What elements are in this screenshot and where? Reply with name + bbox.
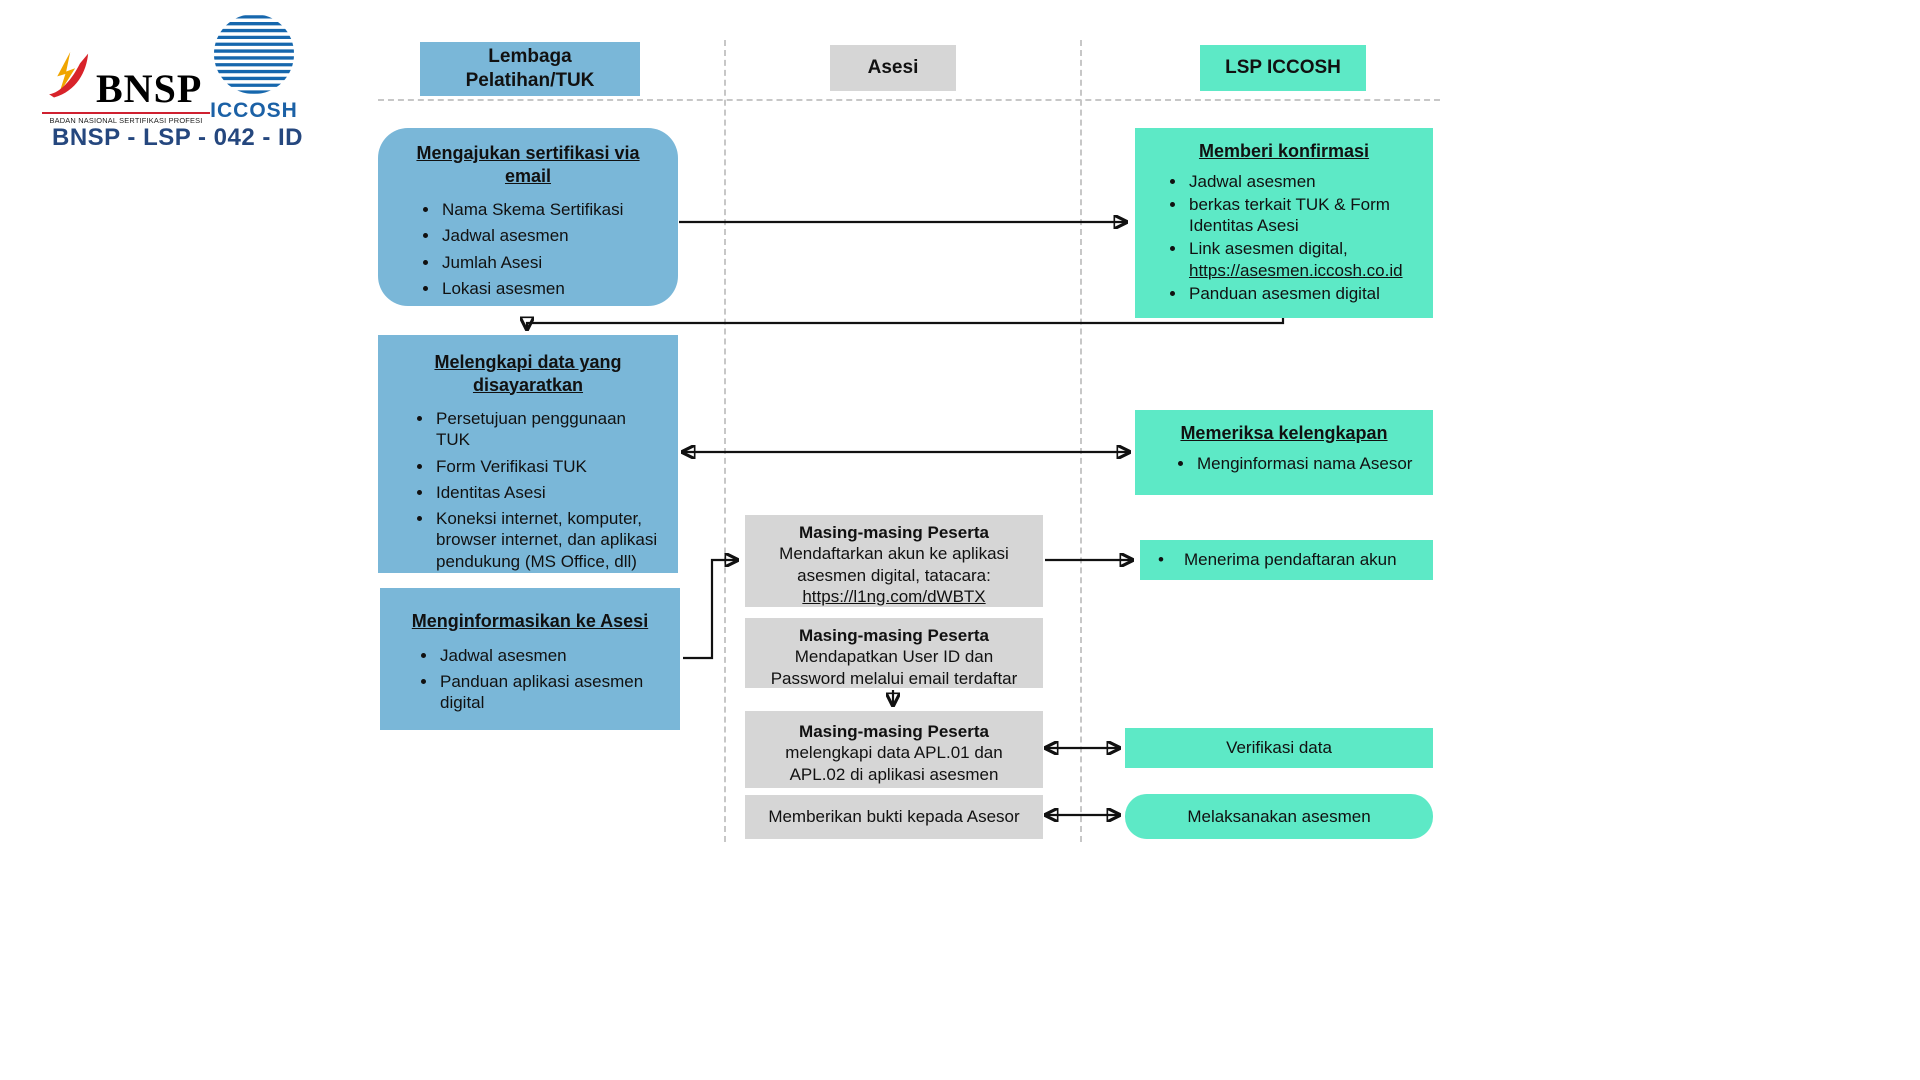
lane-header-lsp: LSP ICCOSH [1200,45,1366,91]
arrow-menginformasikan-to-daftar [683,560,736,660]
box-apl-data: Masing-masing Peserta melengkapi data AP… [745,711,1043,788]
box-heading: Masing-masing Peserta [799,626,989,645]
box-body: Mendaftarkan akun ke aplikasi asesmen di… [779,544,1009,585]
lane-divider-left [724,40,726,842]
box-title: Memberi konfirmasi [1198,141,1370,161]
list-item: Jadwal asesmen [1187,171,1419,192]
list-item: Panduan asesmen digital [1187,283,1419,304]
list-item: Jadwal asesmen [440,225,660,246]
bullet-list: Persetujuan penggunaan TUK Form Verifika… [396,408,660,572]
iccosh-globe-icon [212,12,296,101]
header-divider [378,99,1440,101]
list-item: Jadwal asesmen [438,645,662,666]
box-title: Melengkapi data yang disayaratkan [434,352,622,395]
list-item: Panduan aplikasi asesmen digital [438,671,662,714]
box-verifikasi-data: Verifikasi data [1125,728,1433,768]
bullet-list: Nama Skema Sertifikasi Jadwal asesmen Ju… [396,199,660,299]
box-bukti-asesor: Memberikan bukti kepada Asesor [745,795,1043,839]
box-body: Melaksanakan asesmen [1187,806,1371,826]
bnsp-subtext: BADAN NASIONAL SERTIFIKASI PROFESI [42,112,210,125]
list-item: Form Verifikasi TUK [434,456,660,477]
lane-header-asesi: Asesi [830,45,956,91]
box-user-id: Masing-masing Peserta Mendapatkan User I… [745,618,1043,688]
box-body: Menerima pendaftaran akun [1183,550,1397,570]
box-mengajukan-sertifikasi: Mengajukan sertifikasi via email Nama Sk… [378,128,678,306]
bullet-list: Jadwal asesmen Panduan aplikasi asesmen … [398,645,662,714]
list-item: Link asesmen digital, https://asesmen.ic… [1187,238,1419,281]
box-daftar-akun: Masing-masing Peserta Mendaftarkan akun … [745,515,1043,607]
list-item: Persetujuan penggunaan TUK [434,408,660,451]
registration-link[interactable]: https://l1ng.com/dWBTX [802,586,986,606]
box-body: Verifikasi data [1226,738,1332,758]
box-memberi-konfirmasi: Memberi konfirmasi Jadwal asesmen berkas… [1135,128,1433,318]
box-title: Menginformasikan ke Asesi [411,611,649,631]
list-item: Jumlah Asesi [440,252,660,273]
list-item: Identitas Asesi [434,482,660,503]
lane-header-tuk: Lembaga Pelatihan/TUK [420,42,640,96]
bnsp-wordmark: BNSP [96,66,203,111]
lane-header-tuk-label: Lembaga Pelatihan/TUK [465,46,595,91]
asesmen-link[interactable]: https://asesmen.iccosh.co.id [1189,260,1403,280]
doc-code: BNSP - LSP - 042 - ID [52,124,304,151]
bnsp-logo: BNSP BADAN NASIONAL SERTIFIKASI PROFESI [42,52,212,125]
box-menginformasikan-asesi: Menginformasikan ke Asesi Jadwal asesmen… [380,588,680,730]
bullet-list: Jadwal asesmen berkas terkait TUK & Form… [1149,171,1419,305]
list-item: Koneksi internet, komputer, browser inte… [434,508,660,572]
iccosh-wordmark: ICCOSH [210,99,298,122]
list-item: Nama Skema Sertifikasi [440,199,660,220]
box-melaksanakan-asesmen: Melaksanakan asesmen [1125,794,1433,839]
lane-header-lsp-label: LSP ICCOSH [1225,57,1341,79]
box-body: Mendapatkan User ID dan Password melalui… [770,647,1018,688]
arrow-konfirmasi-to-melengkapi [527,318,1285,328]
iccosh-logo: ICCOSH [208,12,300,123]
list-item: Lokasi asesmen [440,278,660,299]
box-body: Memberikan bukti kepada Asesor [768,807,1020,827]
box-heading: Masing-masing Peserta [799,722,989,741]
box-title: Memeriksa kelengkapan [1180,423,1388,443]
box-melengkapi-data: Melengkapi data yang disayaratkan Perset… [378,335,678,573]
box-menerima-pendaftaran: • Menerima pendaftaran akun [1140,540,1433,580]
box-memeriksa-kelengkapan: Memeriksa kelengkapan Menginformasi nama… [1135,410,1433,495]
link-item-text: Link asesmen digital, [1189,239,1348,259]
box-body: melengkapi data APL.01 dan APL.02 di apl… [785,743,1003,784]
bullet-list: Menginformasi nama Asesor [1147,453,1421,474]
bnsp-flame-icon [42,52,92,109]
box-title: Mengajukan sertifikasi via email [416,143,640,186]
list-item: Menginformasi nama Asesor [1195,453,1421,474]
box-heading: Masing-masing Peserta [799,523,989,542]
bullet-glyph: • [1158,550,1164,570]
list-item: berkas terkait TUK & Form Identitas Ases… [1187,194,1419,237]
lane-divider-right [1080,40,1082,842]
lane-header-asesi-label: Asesi [867,57,919,79]
